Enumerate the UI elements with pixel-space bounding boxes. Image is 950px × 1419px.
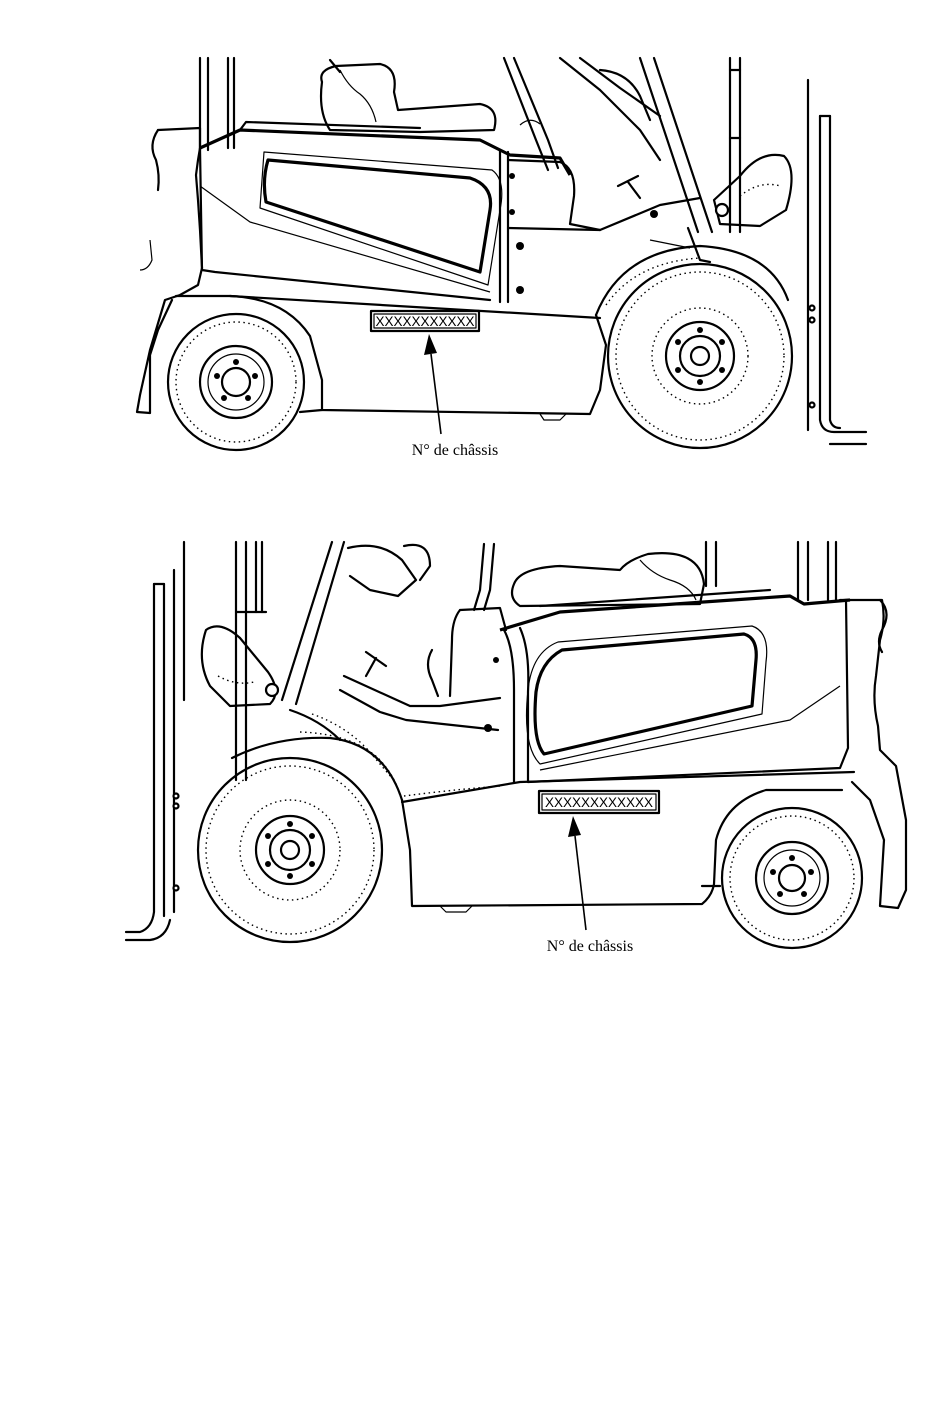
forklift-right-side-drawing: XXXXXXXXXXX N° de châssis	[0, 0, 950, 500]
forklift-body-drawing-bottom	[126, 542, 906, 940]
rear-wheel-bottom	[722, 808, 862, 948]
chassis-number-label: N° de châssis	[412, 442, 498, 459]
front-wheel-top	[608, 264, 792, 448]
chassis-number-plate-text: XXXXXXXXXXXX	[545, 795, 653, 810]
chassis-pointer-arrow	[575, 836, 586, 930]
chassis-pointer-arrow	[431, 354, 441, 434]
front-wheel-bottom	[198, 758, 382, 942]
rear-wheel-top	[168, 314, 304, 450]
chassis-pointer-arrowhead	[568, 816, 581, 837]
chassis-number-label: N° de châssis	[547, 938, 633, 955]
forklift-left-side-drawing: XXXXXXXXXXXX N° de châssis	[0, 500, 950, 1000]
chassis-pointer-arrowhead	[424, 334, 437, 355]
forklift-body-drawing-top	[137, 58, 866, 444]
forklift-diagram-right-side: XXXXXXXXXXX N° de châssis	[0, 0, 950, 500]
chassis-number-plate-text: XXXXXXXXXXX	[375, 314, 474, 329]
forklift-diagram-left-side: XXXXXXXXXXXX N° de châssis	[0, 500, 950, 1000]
